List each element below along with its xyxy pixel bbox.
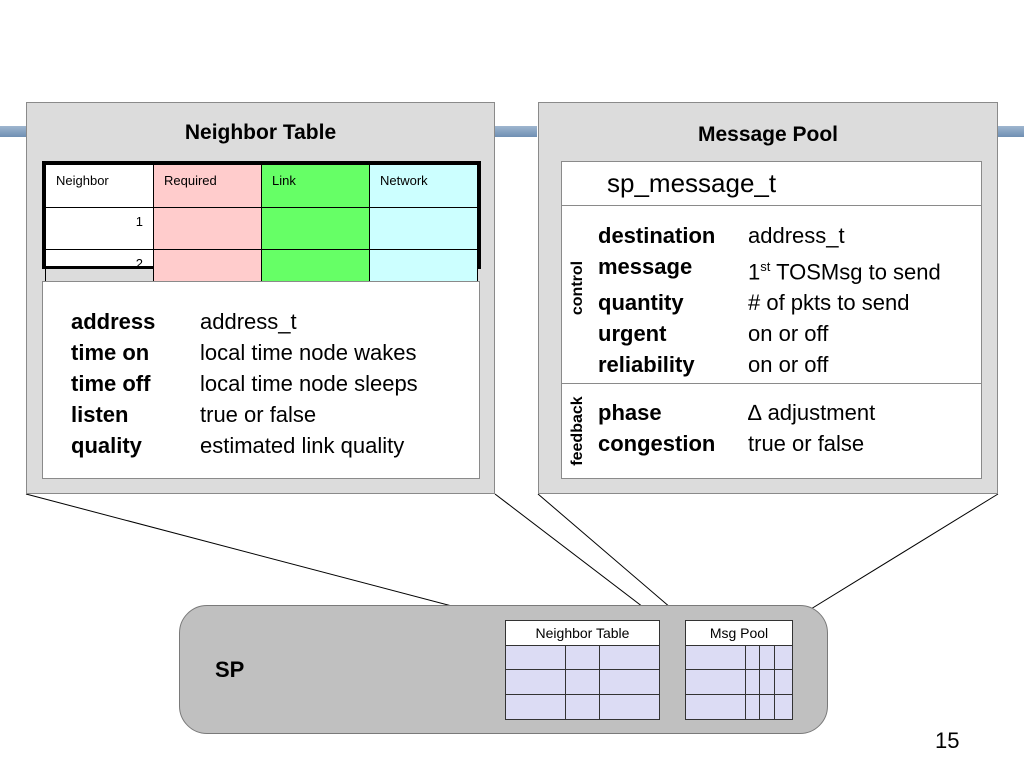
grid-line (565, 645, 566, 720)
neighbor-table-panel: Neighbor Table Neighbor Required Link Ne… (26, 102, 495, 494)
ordinal-number: 1 (748, 259, 761, 285)
table-row: 1 (45, 207, 478, 250)
grid-line (599, 645, 600, 720)
neighbor-table: Neighbor Required Link Network 1 2 (42, 161, 481, 292)
field-name: destination (598, 223, 716, 248)
list-item: congestion true or false (598, 428, 875, 459)
list-item: phase ∆ adjustment (598, 397, 875, 428)
list-item: urgent on or off (598, 318, 941, 349)
network-cell (369, 207, 478, 250)
header-required: Required (153, 164, 262, 208)
header-link: Link (261, 164, 370, 208)
grid-line (686, 669, 792, 670)
neighbor-id: 1 (45, 207, 154, 250)
header-network: Network (369, 164, 478, 208)
sp-label: SP (215, 657, 245, 682)
page-number: 15 (935, 728, 960, 753)
field-desc: ∆ adjustment (748, 400, 876, 425)
field-desc: on or off (748, 352, 829, 378)
header-neighbor: Neighbor (45, 164, 154, 208)
field-name: address (71, 309, 156, 334)
field-desc: address_t (748, 223, 845, 248)
list-item: listen true or false (71, 399, 418, 430)
field-desc: estimated link quality (200, 433, 405, 458)
field-name: time on (71, 340, 150, 365)
mini-neighbor-table: Neighbor Table (505, 620, 660, 720)
list-item: reliability on or off (598, 349, 941, 380)
grid-line (506, 694, 659, 695)
field-name: message (598, 254, 693, 279)
field-name: quantity (598, 290, 684, 316)
field-desc: on or off (748, 321, 829, 347)
message-pool-title: Message Pool (697, 123, 839, 146)
grid-line (686, 694, 792, 695)
link-cell (261, 207, 370, 250)
grid-line (759, 645, 760, 720)
list-item: message 1st TOSMsg to send (598, 251, 941, 287)
message-struct-box: sp_message_t control feedback destinatio… (561, 161, 982, 479)
field-name: listen (71, 402, 129, 427)
field-name: congestion (598, 431, 716, 456)
feedback-field-list: phase ∆ adjustment congestion true or fals… (598, 397, 875, 459)
field-name: reliability (598, 352, 695, 378)
struct-name: sp_message_t (607, 168, 777, 198)
list-item: quantity # of pkts to send (598, 287, 941, 318)
field-desc: # of pkts to send (748, 290, 910, 316)
field-desc-text: TOSMsg to send (770, 259, 941, 285)
grid-line (745, 645, 746, 720)
field-name: quality (71, 433, 142, 458)
control-label: control (569, 260, 586, 316)
mini-neighbor-table-title: Neighbor Table (506, 621, 659, 646)
list-item: time off local time node sleeps (71, 368, 418, 399)
list-item: address address_t (71, 306, 418, 337)
neighbor-field-list: address address_t time on local time node … (71, 306, 418, 461)
field-name: urgent (598, 321, 667, 347)
field-name: phase (598, 400, 662, 425)
neighbor-fields-box: address address_t time on local time node … (42, 281, 480, 479)
grid-line (506, 669, 659, 670)
divider (562, 383, 981, 384)
field-desc: address_t (200, 309, 297, 334)
title-bar-left (0, 126, 26, 137)
feedback-label: feedback (569, 396, 586, 466)
message-pool-panel: Message Pool sp_message_t control feedba… (538, 102, 998, 494)
neighbor-table-grid: Neighbor Required Link Network 1 2 (45, 164, 478, 292)
list-item: destination address_t (598, 220, 941, 251)
field-desc: true or false (200, 402, 317, 427)
field-desc: 1st TOSMsg to send (748, 251, 941, 287)
field-desc: local time node sleeps (200, 371, 418, 396)
divider (562, 205, 981, 206)
list-item: quality estimated link quality (71, 430, 418, 461)
list-item: time on local time node wakes (71, 337, 418, 368)
mini-msg-pool-title: Msg Pool (686, 621, 792, 646)
ordinal-suffix: st (760, 259, 771, 274)
mini-msg-pool: Msg Pool (685, 620, 793, 720)
title-bar-right (998, 126, 1024, 137)
control-field-list: destination address_t message 1st TOSMsg t… (598, 220, 941, 380)
field-name: time off (71, 371, 151, 396)
field-desc: local time node wakes (200, 340, 417, 365)
grid-line (774, 645, 775, 720)
title-bar-middle (495, 126, 537, 137)
field-desc: true or false (748, 431, 865, 456)
neighbor-table-title: Neighbor Table (184, 121, 337, 144)
required-cell (153, 207, 262, 250)
